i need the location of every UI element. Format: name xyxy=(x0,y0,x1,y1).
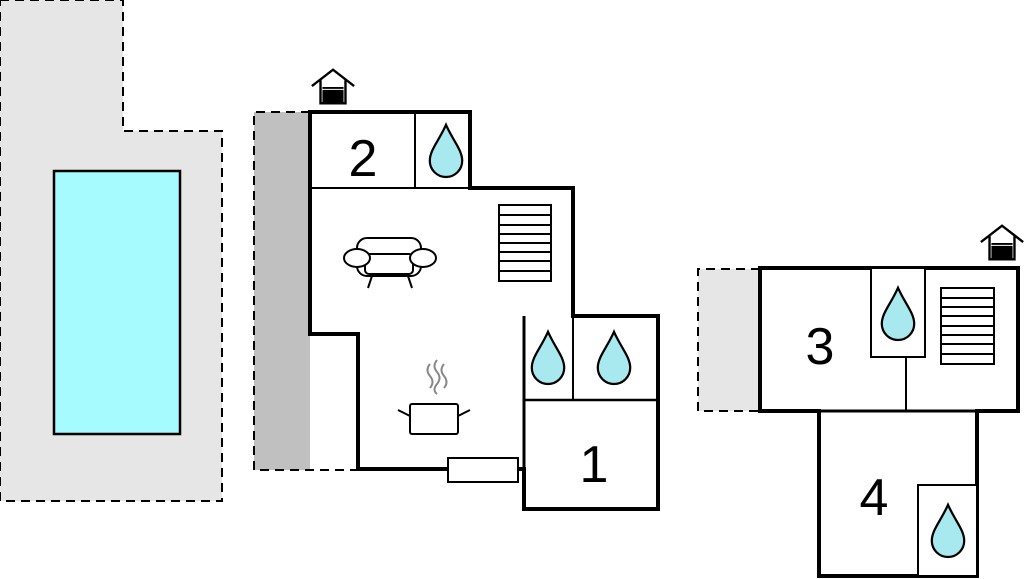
radiator-icon xyxy=(447,457,519,483)
sofa-icon xyxy=(343,237,437,289)
entrance-house-icon xyxy=(310,68,356,105)
room-4-label: 4 xyxy=(860,469,889,527)
right-terrace xyxy=(697,268,760,412)
pool-icon xyxy=(52,169,182,436)
cooking-pot-icon xyxy=(397,359,471,435)
entrance-house-icon xyxy=(979,224,1024,261)
stairs-icon xyxy=(940,287,995,365)
stairs-icon xyxy=(498,204,552,282)
main-building xyxy=(308,110,660,511)
room-1-label: 1 xyxy=(580,436,609,494)
main-terrace xyxy=(253,111,358,471)
room-3-label: 3 xyxy=(806,318,835,376)
room-2-label: 2 xyxy=(349,130,378,188)
